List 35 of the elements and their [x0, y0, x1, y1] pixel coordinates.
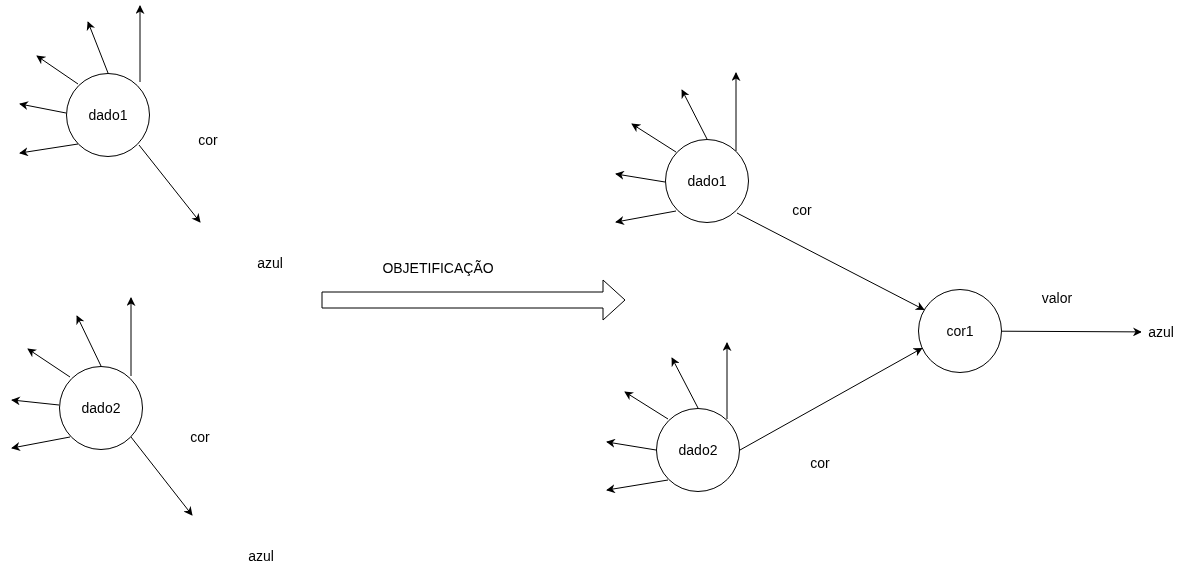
arrow	[1001, 327, 1142, 337]
node-label: dado1	[687, 173, 727, 189]
arrow	[86, 21, 109, 74]
node-label: dado2	[81, 400, 121, 416]
arrow	[722, 342, 732, 420]
arrow	[19, 143, 79, 157]
arrow	[138, 144, 201, 223]
arrow	[671, 357, 699, 409]
arrow	[606, 479, 669, 494]
arrow	[615, 170, 666, 183]
arrow	[731, 72, 741, 152]
arrow	[130, 436, 193, 516]
arrow	[739, 347, 923, 451]
text-label: OBJETIFICAÇÃO	[380, 260, 496, 276]
arrow	[736, 212, 925, 311]
arrow	[76, 315, 102, 367]
arrow	[11, 436, 71, 451]
arrow	[135, 5, 145, 83]
arrow	[681, 89, 708, 140]
node-label: dado1	[88, 107, 128, 123]
arrow	[11, 396, 60, 406]
node-label: dado2	[678, 442, 718, 458]
text-label: azul	[246, 548, 276, 564]
arrow	[36, 55, 79, 85]
node-label: azul	[1148, 324, 1174, 340]
arrow	[624, 391, 669, 420]
arrow	[19, 101, 67, 114]
arrow	[27, 348, 71, 378]
arrow	[615, 210, 677, 225]
node-label: cor1	[946, 323, 974, 339]
arrow	[126, 297, 136, 377]
arrow	[606, 438, 657, 451]
text-label: azul	[255, 255, 285, 271]
edge-label: valor	[1039, 290, 1075, 306]
arrow	[631, 123, 677, 153]
